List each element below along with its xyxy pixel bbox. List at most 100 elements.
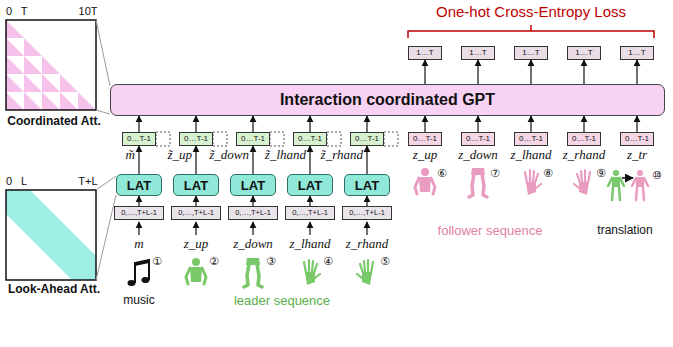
- symbol-label: z̃_rhand: [321, 148, 363, 162]
- callout-number: ③: [266, 256, 276, 268]
- box-label: LAT: [241, 179, 265, 192]
- flow-arrow: [309, 146, 310, 174]
- box-label: 1…T: [575, 49, 592, 57]
- right-hand-icon: [574, 170, 590, 195]
- box-label: 0…T-1: [184, 135, 208, 143]
- axis-tick: T: [21, 5, 28, 17]
- lat-block: LAT: [116, 174, 162, 196]
- symbol-label: z_rhand: [346, 237, 388, 251]
- box-label: 0,…,T+L-1: [121, 209, 157, 217]
- lat-block: LAT: [173, 174, 219, 196]
- output-token: 1…T: [514, 46, 548, 60]
- symbol-label: m̃: [126, 148, 135, 162]
- lower-body-icon: [244, 258, 262, 287]
- translation-arrow: [622, 177, 633, 179]
- box-label: 0…T-1: [466, 135, 490, 143]
- box-label: 1…T: [416, 49, 433, 57]
- flow-arrow: [252, 196, 253, 206]
- axis-tick: 10T: [79, 5, 98, 17]
- axis-tick: 0: [6, 5, 12, 17]
- flow-arrow: [138, 116, 139, 132]
- group-caption: follower sequence: [438, 224, 543, 238]
- follower-token: 0…T-1: [567, 132, 601, 146]
- dashed-token: [213, 132, 227, 146]
- box-label: 0…T-1: [127, 135, 151, 143]
- left-hand-icon: [525, 170, 541, 195]
- flow-arrow: [366, 146, 367, 174]
- input-token: 0,…,T+L-1: [228, 206, 278, 220]
- axis-tick: 0: [6, 175, 12, 187]
- flow-arrow: [583, 60, 584, 84]
- box-label: 1…T: [469, 49, 486, 57]
- output-token: 1…T: [620, 46, 654, 60]
- box-label: 0…T-1: [625, 135, 649, 143]
- box-label: 0,…,T+L-1: [178, 209, 214, 217]
- right-hand-icon: [357, 260, 373, 285]
- box-label: LAT: [298, 179, 322, 192]
- symbol-label: z_up: [413, 148, 438, 162]
- flow-arrow: [636, 60, 637, 84]
- flow-arrow: [636, 116, 637, 132]
- box-label: LAT: [184, 179, 208, 192]
- follower-body-icon: [632, 170, 648, 200]
- box-label: 0…T-1: [572, 135, 596, 143]
- callout-number: ④: [323, 256, 333, 268]
- axis-tick: T+L: [78, 175, 97, 187]
- output-token: 1…T: [408, 46, 442, 60]
- callout-number: ⑨: [596, 168, 606, 180]
- lat-block: LAT: [344, 174, 390, 196]
- follower-token: 0…T-1: [620, 132, 654, 146]
- attention-matrix: [6, 190, 96, 280]
- symbol-label: z_down: [458, 148, 498, 162]
- symbol-label: z_tr: [627, 148, 647, 162]
- input-token: 0,…,T+L-1: [285, 206, 335, 220]
- box-label: 1…T: [522, 49, 539, 57]
- input-arrow: [366, 222, 367, 235]
- flow-arrow: [195, 196, 196, 206]
- matrix-caption: Coordinated Att.: [7, 115, 101, 128]
- input-token: 0,…,T+L-1: [114, 206, 164, 220]
- dashed-token: [156, 132, 170, 146]
- group-caption: leader sequence: [234, 294, 330, 308]
- upper-body-icon: [186, 258, 206, 284]
- callout-number: ①: [152, 256, 162, 268]
- leader-token: 0…T-1: [179, 132, 213, 146]
- box-label: 1…T: [628, 49, 645, 57]
- callout-number: ⑥: [437, 168, 447, 180]
- leader-token: 0…T-1: [236, 132, 270, 146]
- flow-arrow: [252, 116, 253, 132]
- flow-arrow: [195, 146, 196, 174]
- flow-arrow: [309, 116, 310, 132]
- dashed-token: [270, 132, 284, 146]
- symbol-label: z̃_down: [209, 148, 249, 162]
- left-hand-icon: [304, 260, 320, 285]
- follower-token: 0…T-1: [408, 132, 442, 146]
- attention-mask: [6, 20, 96, 110]
- output-token: 1…T: [567, 46, 601, 60]
- upper-body-icon: [415, 168, 435, 194]
- symbol-label: z_up: [184, 237, 209, 251]
- symbol-label: z̃_lhand: [265, 148, 306, 162]
- loss-bracket: [408, 25, 654, 38]
- follower-token: 0…T-1: [461, 132, 495, 146]
- box-label: 0,…,T+L-1: [235, 209, 271, 217]
- leader-token: 0…T-1: [122, 132, 156, 146]
- output-token: 1…T: [461, 46, 495, 60]
- callout-number: ⑧: [543, 168, 553, 180]
- flow-arrow: [252, 146, 253, 174]
- flow-arrow: [366, 196, 367, 206]
- callout-number: ⑦: [490, 168, 500, 180]
- box-label: 0…T-1: [355, 135, 379, 143]
- zoom-line: [96, 176, 116, 280]
- box-label: 0…T-1: [298, 135, 322, 143]
- lat-block: LAT: [287, 174, 333, 196]
- attention-band: [6, 190, 96, 280]
- flow-arrow: [477, 60, 478, 84]
- box-label: Interaction coordinated GPT: [280, 92, 495, 108]
- music-icon: [128, 259, 150, 286]
- box-label: 0,…,T+L-1: [349, 209, 385, 217]
- leader-body-icon: [608, 170, 624, 200]
- box-label: LAT: [127, 179, 151, 192]
- input-arrow: [138, 222, 139, 235]
- dashed-token: [384, 132, 398, 146]
